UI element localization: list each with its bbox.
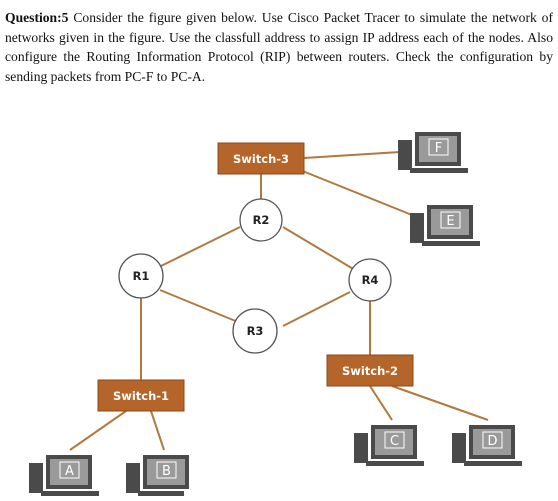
pc-d-label: D <box>487 434 497 449</box>
link-r2-r4 <box>282 226 356 271</box>
question-heading: Question:5 <box>5 10 69 25</box>
switch-1: Switch-1 <box>97 379 185 412</box>
router-r4-label: R4 <box>362 273 379 287</box>
switch-2-box <box>326 354 414 387</box>
router-r1-circle <box>118 253 164 299</box>
link-switch3-pcf <box>303 151 401 159</box>
pc-d-keyboard <box>464 461 522 466</box>
router-r3-label: R3 <box>247 324 264 338</box>
router-r2-label: R2 <box>253 213 270 227</box>
pc-a-letter-box <box>59 461 80 479</box>
link-r3-r4 <box>282 291 351 327</box>
router-r3-circle <box>232 308 278 354</box>
switch-1-box <box>97 379 185 412</box>
switch-1-label: Switch-1 <box>113 389 169 403</box>
pc-a-tower <box>29 463 43 493</box>
switch-3-box <box>217 142 305 175</box>
pc-d-letter-box <box>482 431 503 449</box>
pc-a-keyboard <box>41 491 99 496</box>
pc-f-letter-box <box>428 138 449 156</box>
pc-a: A <box>29 455 99 496</box>
pc-e-keyboard <box>422 241 480 246</box>
pc-e-letter-box <box>440 211 461 229</box>
link-switch3-pce <box>299 169 413 216</box>
pc-f-keyboard <box>410 168 468 173</box>
pc-f-tower <box>398 140 412 170</box>
switch-3: Switch-3 <box>217 142 305 175</box>
pc-e: E <box>410 205 480 246</box>
pc-c-letter-box <box>384 431 405 449</box>
pc-d-tower <box>452 433 466 463</box>
router-r1: R1 <box>118 253 164 299</box>
link-r2-r1 <box>160 226 241 267</box>
question-body: Consider the figure given below. Use Cis… <box>5 10 553 84</box>
switch-3-label: Switch-3 <box>233 152 289 166</box>
router-r4: R4 <box>348 258 392 302</box>
pc-c-label: C <box>390 434 399 449</box>
router-r4-circle <box>348 258 392 302</box>
link-switch2-pcd <box>391 385 489 421</box>
pc-e-label: E <box>446 214 454 229</box>
switch-2: Switch-2 <box>326 354 414 387</box>
pc-c-tower <box>354 433 368 463</box>
pc-b: B <box>126 455 189 496</box>
pc-a-label: A <box>65 464 74 479</box>
router-r3: R3 <box>232 308 278 354</box>
router-r2: R2 <box>239 198 283 242</box>
router-r1-label: R1 <box>133 269 150 283</box>
pc-b-keyboard <box>138 491 184 496</box>
link-switch1-pca <box>69 410 127 451</box>
pc-b-tower <box>126 463 140 493</box>
question-text: Question:5 Consider the figure given bel… <box>5 8 553 86</box>
pc-e-tower <box>410 213 424 243</box>
links <box>69 151 489 451</box>
pc-d: D <box>452 425 522 466</box>
pc-f: F <box>398 132 468 173</box>
pc-b-label: B <box>162 464 171 479</box>
pc-c: C <box>354 425 424 466</box>
pc-f-label: F <box>435 141 442 156</box>
switch-2-label: Switch-2 <box>342 364 398 378</box>
link-switch2-pcc <box>369 385 393 421</box>
link-r1-r3 <box>159 289 239 323</box>
router-r2-circle <box>239 198 283 242</box>
link-switch1-pcb <box>150 410 165 451</box>
pc-c-keyboard <box>366 461 424 466</box>
pc-b-letter-box <box>156 461 177 479</box>
